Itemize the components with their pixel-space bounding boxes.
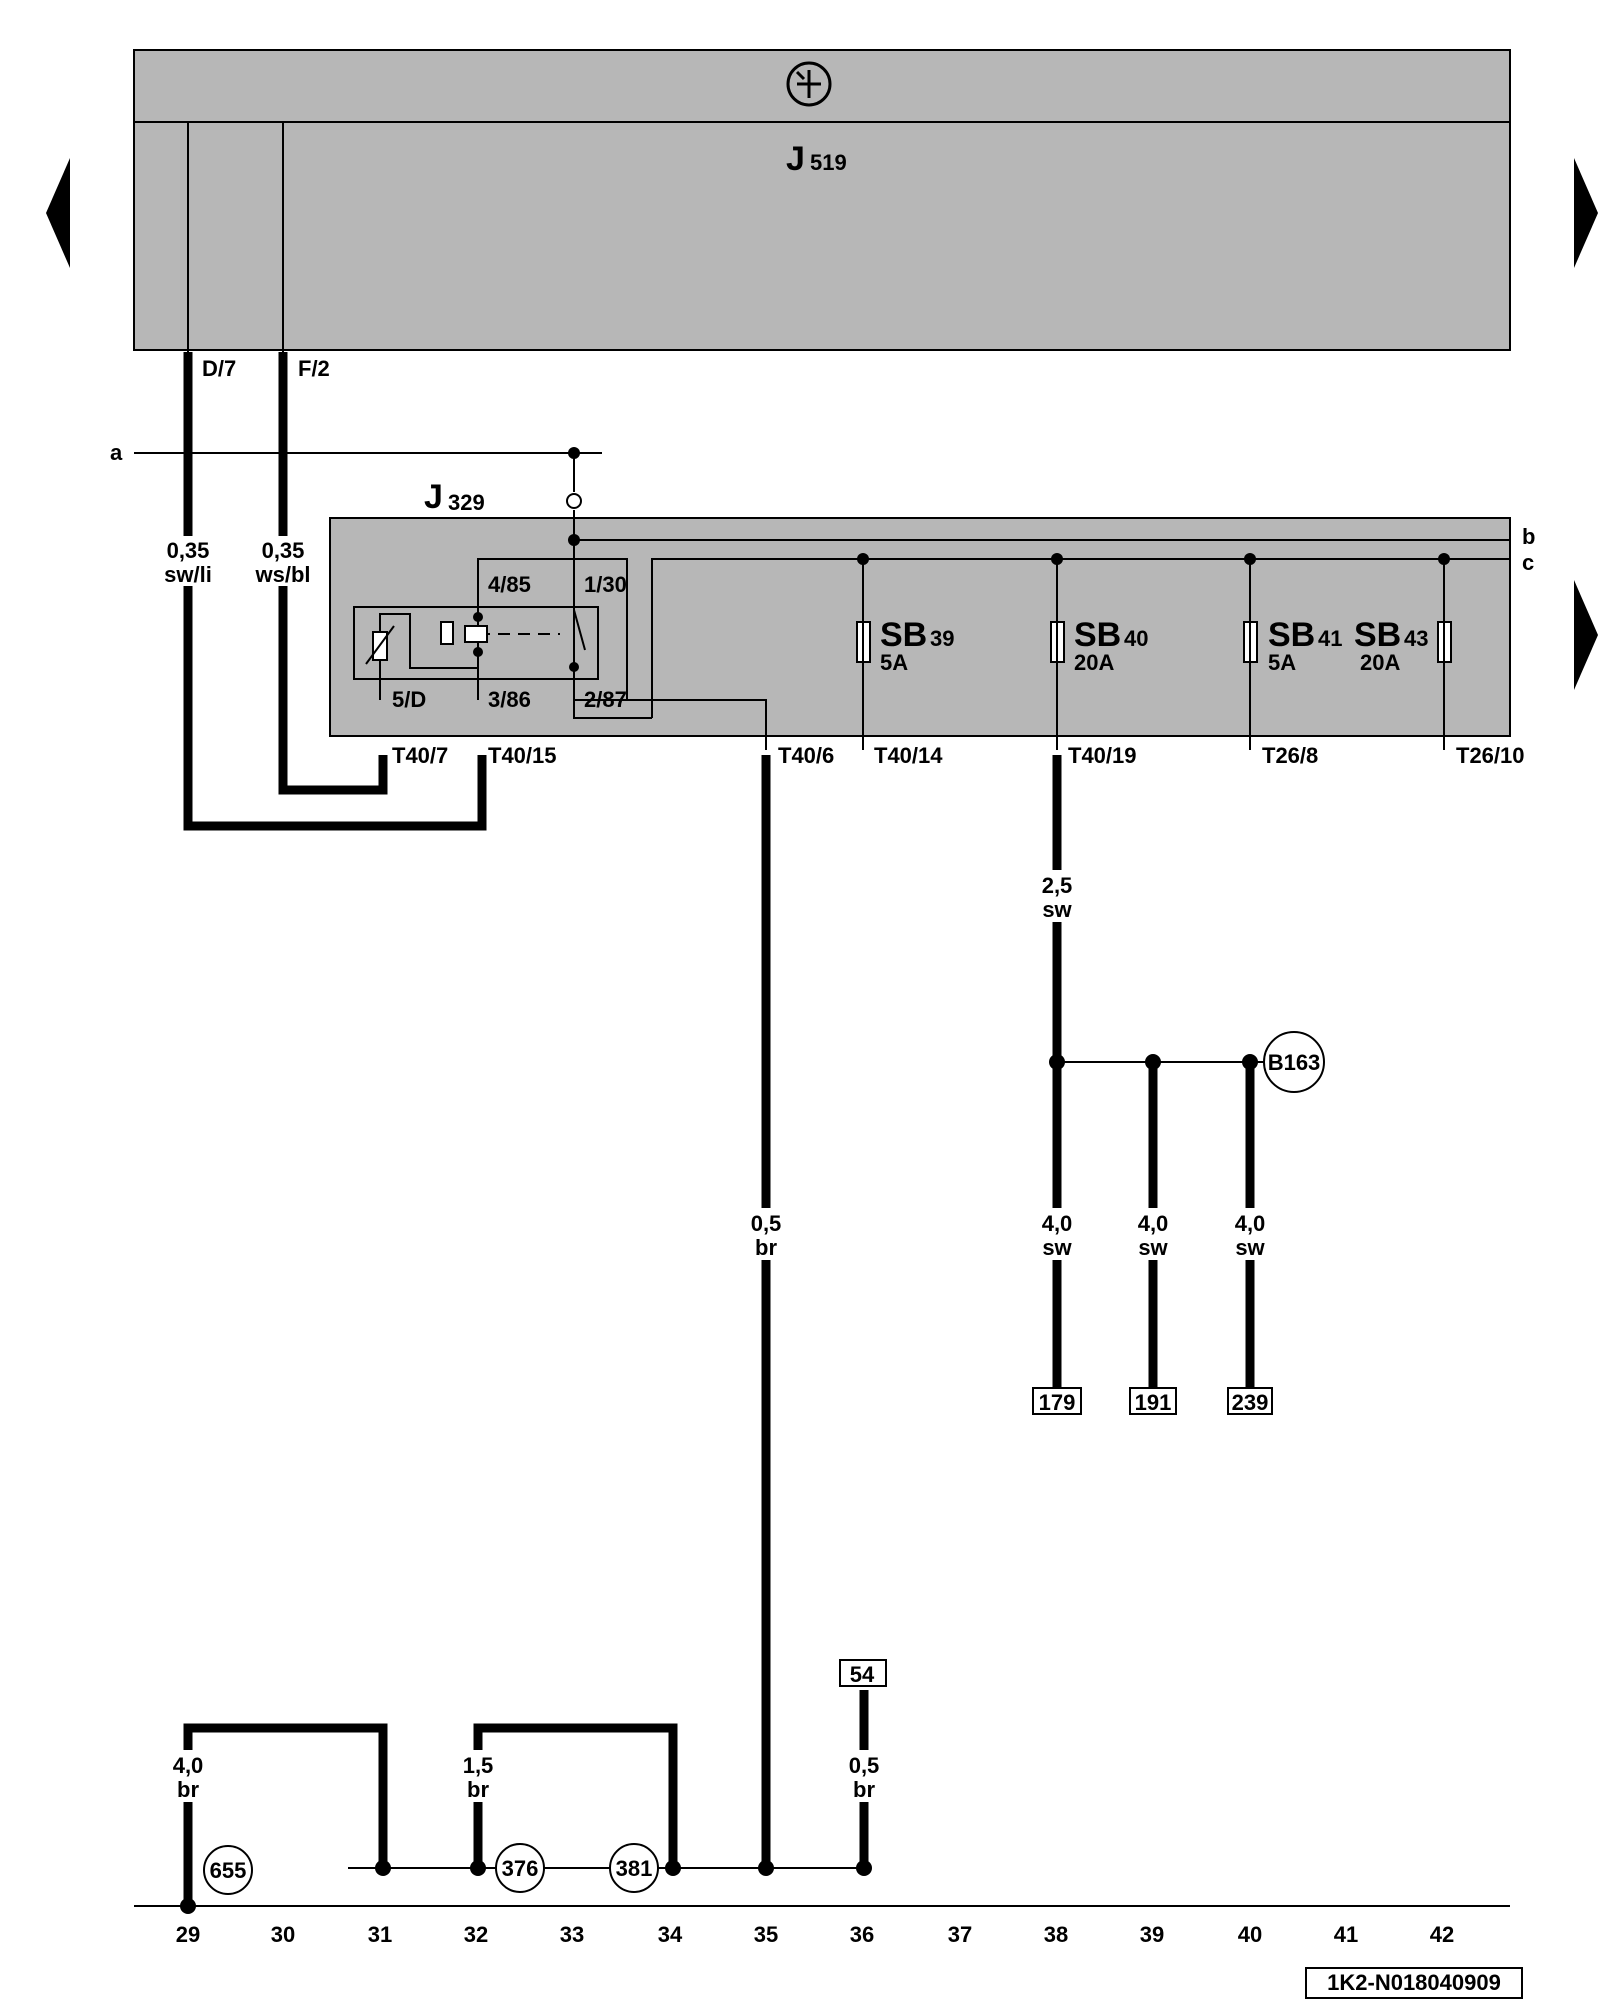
wire-w6-color: sw [1138, 1235, 1168, 1260]
j329-sub: 329 [448, 490, 485, 515]
pin-4-85: 4/85 [488, 572, 531, 597]
ground-381[interactable]: 381 [616, 1856, 653, 1881]
ref-b163[interactable]: B163 [1268, 1050, 1321, 1075]
next-page-arrow-mid[interactable] [1574, 580, 1598, 690]
wire-w9-size: 1,5 [463, 1753, 494, 1778]
junction-dots [180, 447, 1450, 1914]
fuse-sb39-label: SB [880, 616, 927, 654]
grid-31: 31 [368, 1922, 392, 1947]
grid-29: 29 [176, 1922, 200, 1947]
ref-54[interactable]: 54 [850, 1662, 875, 1687]
grid-33: 33 [560, 1922, 584, 1947]
fuse-sb41-rating: 5A [1268, 650, 1296, 675]
wire-w1-size: 0,35 [167, 538, 210, 563]
wire-w7-size: 4,0 [1235, 1211, 1266, 1236]
wire-w1-color: sw/li [164, 562, 212, 587]
grid-41: 41 [1334, 1922, 1358, 1947]
grid-39: 39 [1140, 1922, 1164, 1947]
grid-42: 42 [1430, 1922, 1454, 1947]
wire-w6-size: 4,0 [1138, 1211, 1169, 1236]
fuse-sb39-sub: 39 [930, 626, 954, 651]
wire-w2-color: ws/bl [254, 562, 310, 587]
line-a-label: a [110, 440, 123, 465]
wire-w4-color: br [755, 1235, 777, 1260]
grid-36: 36 [850, 1922, 874, 1947]
fuse-sb40-rating: 20A [1074, 650, 1114, 675]
fuse-sb41-sub: 41 [1318, 626, 1342, 651]
line-b-label: b [1522, 524, 1535, 549]
j519-label: J [786, 140, 805, 178]
ref-boxes [839, 1387, 1273, 1687]
wire-w5-size: 4,0 [1042, 1211, 1073, 1236]
line-c-label: c [1522, 550, 1534, 575]
pin-2-87: 2/87 [584, 687, 627, 712]
ref-239[interactable]: 239 [1232, 1390, 1269, 1415]
fuse-sb43-sub: 43 [1404, 626, 1428, 651]
j519-box [133, 49, 1511, 351]
ref-179[interactable]: 179 [1039, 1390, 1076, 1415]
pin-t40-6: T40/6 [778, 743, 834, 768]
wire-w8-size: 4,0 [173, 1753, 204, 1778]
grid-32: 32 [464, 1922, 488, 1947]
fuse-sb43-label: SB [1354, 616, 1401, 654]
fuse-sb39-rating: 5A [880, 650, 908, 675]
fuse-sb41-label: SB [1268, 616, 1315, 654]
thin-wires [134, 452, 1510, 1907]
grid-38: 38 [1044, 1922, 1068, 1947]
grid-34: 34 [658, 1922, 683, 1947]
pin-t40-14: T40/14 [874, 743, 943, 768]
grid-37: 37 [948, 1922, 972, 1947]
pin-t26-8: T26/8 [1262, 743, 1318, 768]
grid-30: 30 [271, 1922, 295, 1947]
wire-w8-color: br [177, 1777, 199, 1802]
ground-refs [203, 1843, 659, 1895]
next-page-arrow-top[interactable] [1574, 158, 1598, 268]
wire-w4-size: 0,5 [751, 1211, 782, 1236]
j519-sub: 519 [810, 150, 847, 175]
diagram-id: 1K2-N018040909 [1327, 1970, 1501, 1995]
pin-f2: F/2 [298, 356, 330, 381]
ref-191[interactable]: 191 [1135, 1390, 1172, 1415]
pin-t40-7: T40/7 [392, 743, 448, 768]
wire-w2-size: 0,35 [262, 538, 305, 563]
pin-1-30: 1/30 [584, 572, 627, 597]
wire-w10-size: 0,5 [849, 1753, 880, 1778]
wire-w3-color: sw [1042, 897, 1072, 922]
grid-35: 35 [754, 1922, 778, 1947]
pin-5-d: 5/D [392, 687, 426, 712]
wire-w9-color: br [467, 1777, 489, 1802]
prev-page-arrow[interactable] [46, 158, 70, 268]
wire-w7-color: sw [1235, 1235, 1265, 1260]
wire-w5-color: sw [1042, 1235, 1072, 1260]
pin-t26-10: T26/10 [1456, 743, 1525, 768]
fuse-sb40-label: SB [1074, 616, 1121, 654]
ground-376[interactable]: 376 [502, 1856, 539, 1881]
wire-w10-color: br [853, 1777, 875, 1802]
wire-w3-size: 2,5 [1042, 873, 1073, 898]
fuse-sb40-sub: 40 [1124, 626, 1148, 651]
pin-t40-19: T40/19 [1068, 743, 1137, 768]
ground-655[interactable]: 655 [210, 1858, 247, 1883]
pin-3-86: 3/86 [488, 687, 531, 712]
electronic-symbol-icon [786, 61, 832, 107]
pin-t40-15: T40/15 [488, 743, 557, 768]
grid-40: 40 [1238, 1922, 1262, 1947]
j329-box [329, 517, 1511, 737]
fuse-sb43-rating: 20A [1360, 650, 1400, 675]
pin-d7: D/7 [202, 356, 236, 381]
j329-label: J [424, 478, 443, 516]
